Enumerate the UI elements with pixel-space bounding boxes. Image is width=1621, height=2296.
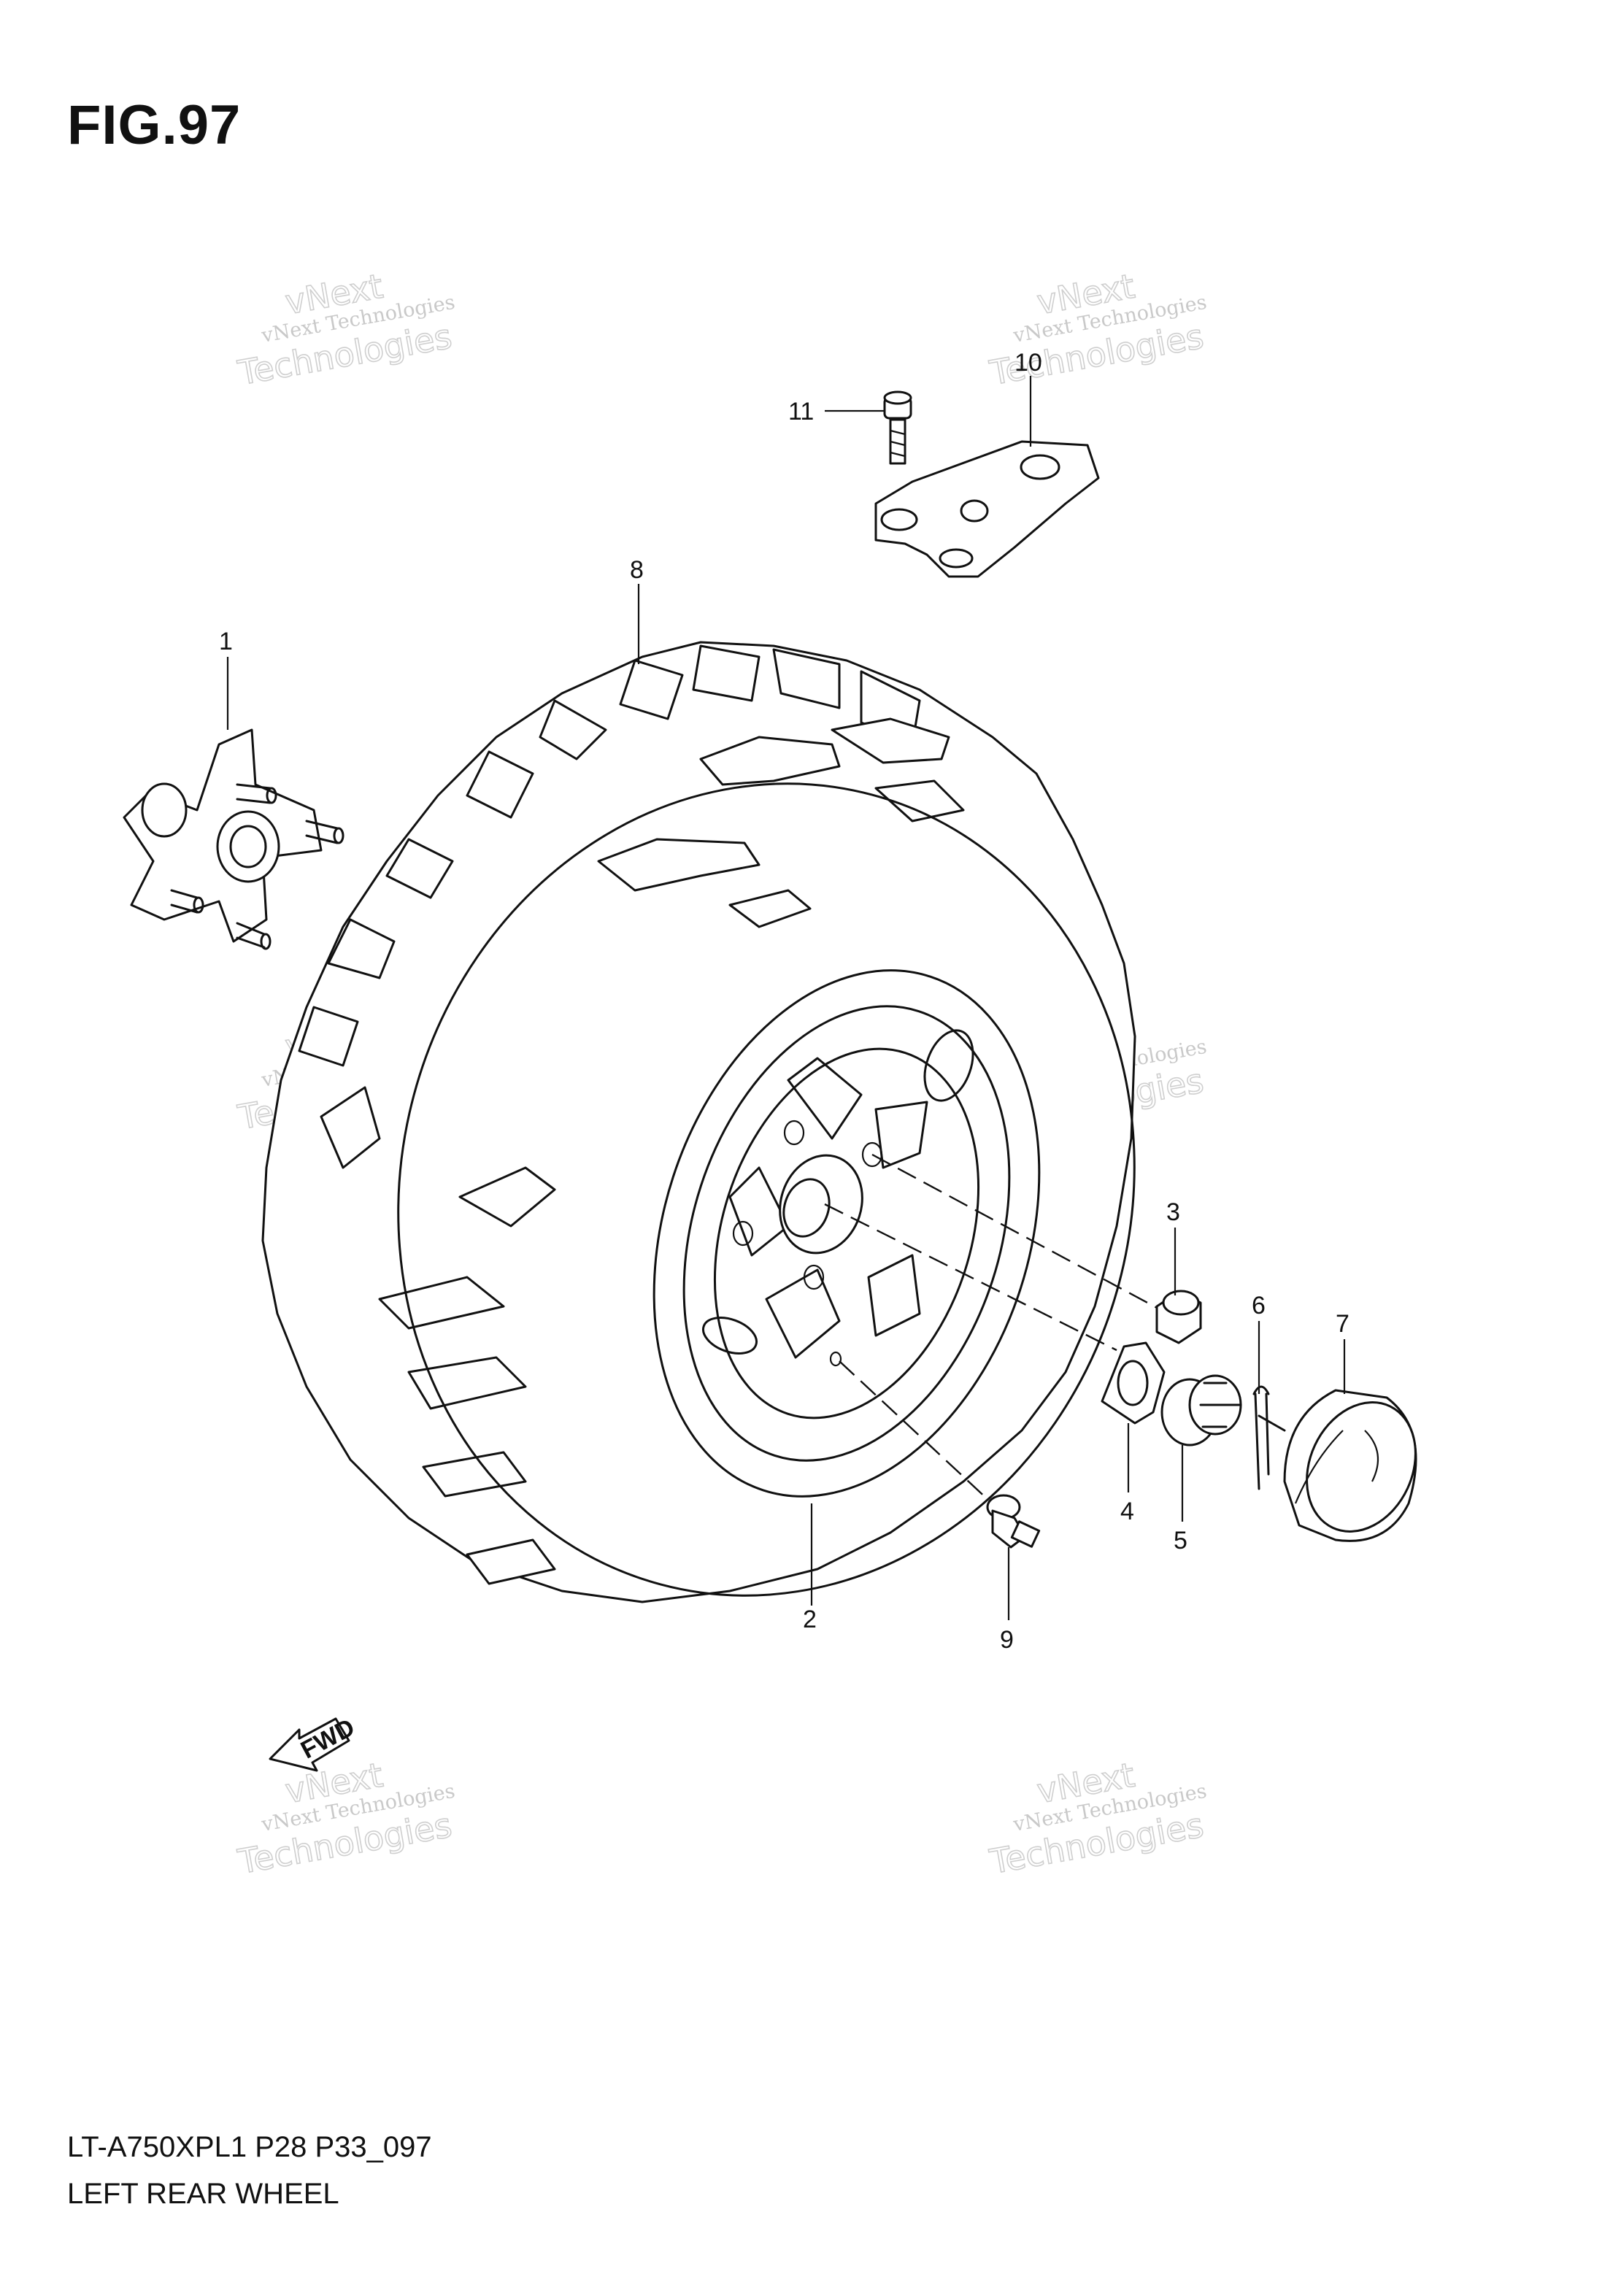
- watermark-bottom-right: vNext vNext Technologies Technologies: [986, 1754, 1209, 1882]
- model-code: LT-A750XPL1 P28 P33_097: [67, 2131, 432, 2163]
- callout-10: 10: [1014, 349, 1042, 377]
- assembly-line-axle: [824, 1203, 1117, 1352]
- figure-title: FIG.97: [67, 94, 242, 156]
- callout-11: 11: [788, 398, 814, 425]
- assembly-line-valve: [839, 1360, 1001, 1511]
- part-name: LEFT REAR WHEEL: [67, 2178, 339, 2210]
- fwd-label: FWD: [296, 1714, 359, 1765]
- bolt-icon: [883, 390, 912, 465]
- rim-icon: [652, 969, 1041, 1498]
- callout-4: 4: [1120, 1498, 1134, 1525]
- wheel-nut-icon: [1155, 1290, 1202, 1344]
- callout-6: 6: [1252, 1292, 1266, 1320]
- watermark-top-left: vNext vNext Technologies Technologies: [234, 266, 457, 393]
- valve-stem-icon: [986, 1494, 1041, 1549]
- callout-1: 1: [219, 628, 233, 655]
- assembly-line-nut: [871, 1153, 1168, 1315]
- leader-lines: [226, 376, 1346, 1620]
- callout-9: 9: [1000, 1626, 1014, 1654]
- watermark-bottom-left: vNext vNext Technologies Technologies: [234, 1754, 457, 1882]
- hub-cap-icon: [1283, 1389, 1417, 1542]
- callout-5: 5: [1174, 1527, 1187, 1555]
- callout-3: 3: [1166, 1198, 1180, 1226]
- watermark-top-right: vNext vNext Technologies Technologies: [986, 266, 1209, 393]
- wheel-hub-icon: [123, 728, 344, 950]
- cotter-pin-icon: [1252, 1385, 1286, 1490]
- callout-8: 8: [630, 556, 644, 584]
- callout-2: 2: [803, 1606, 817, 1633]
- bracket-icon: [874, 440, 1100, 578]
- castle-nut-icon: [1160, 1374, 1242, 1446]
- callout-7: 7: [1336, 1310, 1349, 1338]
- washer-icon: [1101, 1341, 1166, 1425]
